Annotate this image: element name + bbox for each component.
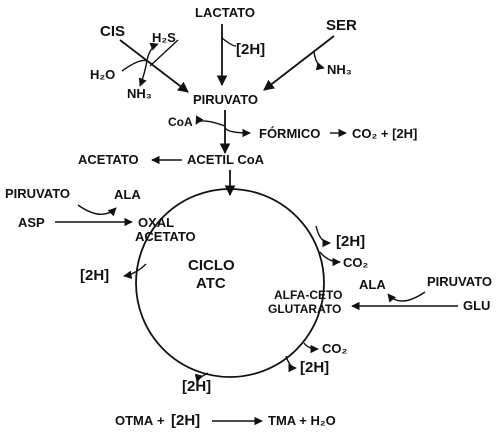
tma-h2o-label: TMA + H₂O — [268, 413, 336, 428]
formico-label: FÓRMICO — [259, 126, 320, 141]
to-formico-arrow — [224, 127, 251, 138]
asp-ala-transamination-arrow — [77, 204, 117, 217]
bottom-right-co2-arrow — [303, 342, 319, 354]
h2-top-right-label: [2H] — [336, 233, 365, 250]
ala-left-label: ALA — [114, 187, 141, 202]
h2-otma-label: [2H] — [171, 412, 200, 429]
lactato-h2-branch — [221, 37, 237, 47]
acetato-oxal-label: ACETATO — [135, 229, 196, 244]
piruvato-left-label: PIRUVATO — [5, 186, 70, 201]
h2o-label: H₂O — [90, 67, 115, 82]
acetil-coa-label: ACETIL CoA — [187, 152, 265, 167]
cis-h2o-branch — [121, 59, 148, 72]
cis-label: CIS — [100, 23, 125, 40]
piruvato-main-label: PIRUVATO — [193, 92, 258, 107]
oxal-label: OXAL — [138, 215, 174, 230]
h2-bottom-right-label: [2H] — [300, 359, 329, 376]
acetato-label: ACETATO — [78, 152, 139, 167]
top-right-h2-arrow — [315, 225, 331, 248]
h2-bottom-label: [2H] — [182, 378, 211, 395]
glu-label: GLU — [463, 298, 490, 313]
co2-top-right-label: CO₂ — [343, 255, 369, 270]
co2-bottom-right-label: CO₂ — [322, 341, 348, 356]
nh3-left-label: NH₃ — [127, 86, 152, 101]
ser-to-piruvato-arrow — [263, 35, 335, 91]
glu-ala-transamination-arrow — [387, 291, 426, 303]
cis-cross-stroke — [149, 39, 179, 67]
bottom-right-h2-arrow — [285, 355, 297, 373]
atc-label: ATC — [196, 275, 226, 292]
ser-label: SER — [326, 17, 357, 34]
glutarato-label: GLUTARATO — [268, 302, 341, 316]
h2s-label: H₂S — [152, 30, 176, 45]
cis-h2s-branch — [146, 42, 159, 61]
ser-nh3-branch — [313, 51, 325, 71]
h2-left-label: [2H] — [80, 267, 109, 284]
left-h2-arrow — [123, 263, 147, 279]
ciclo-label: CICLO — [188, 257, 235, 274]
co2-h2-formico-label: CO₂ + [2H] — [352, 126, 417, 141]
tca-cycle-circle — [135, 188, 325, 378]
cis-nh3-branch — [138, 60, 148, 87]
cis-to-piruvato-arrow — [119, 39, 189, 93]
nh3-right-label: NH₃ — [327, 62, 352, 77]
otma-label: OTMA — [115, 413, 154, 428]
coa-label: CoA — [168, 115, 193, 129]
coa-entry-arrow — [195, 115, 226, 127]
alfa-ceto-label: ALFA-CETO — [274, 288, 342, 302]
ala-right-label: ALA — [359, 277, 386, 292]
h2-lactato-label: [2H] — [236, 41, 265, 58]
top-right-co2-arrow — [319, 251, 341, 267]
lactato-label: LACTATO — [195, 5, 255, 20]
bottom-h2-arrow — [194, 372, 209, 383]
asp-label: ASP — [18, 215, 45, 230]
piruvato-right-label: PIRUVATO — [427, 274, 492, 289]
otma-plus-label: + — [157, 413, 165, 428]
